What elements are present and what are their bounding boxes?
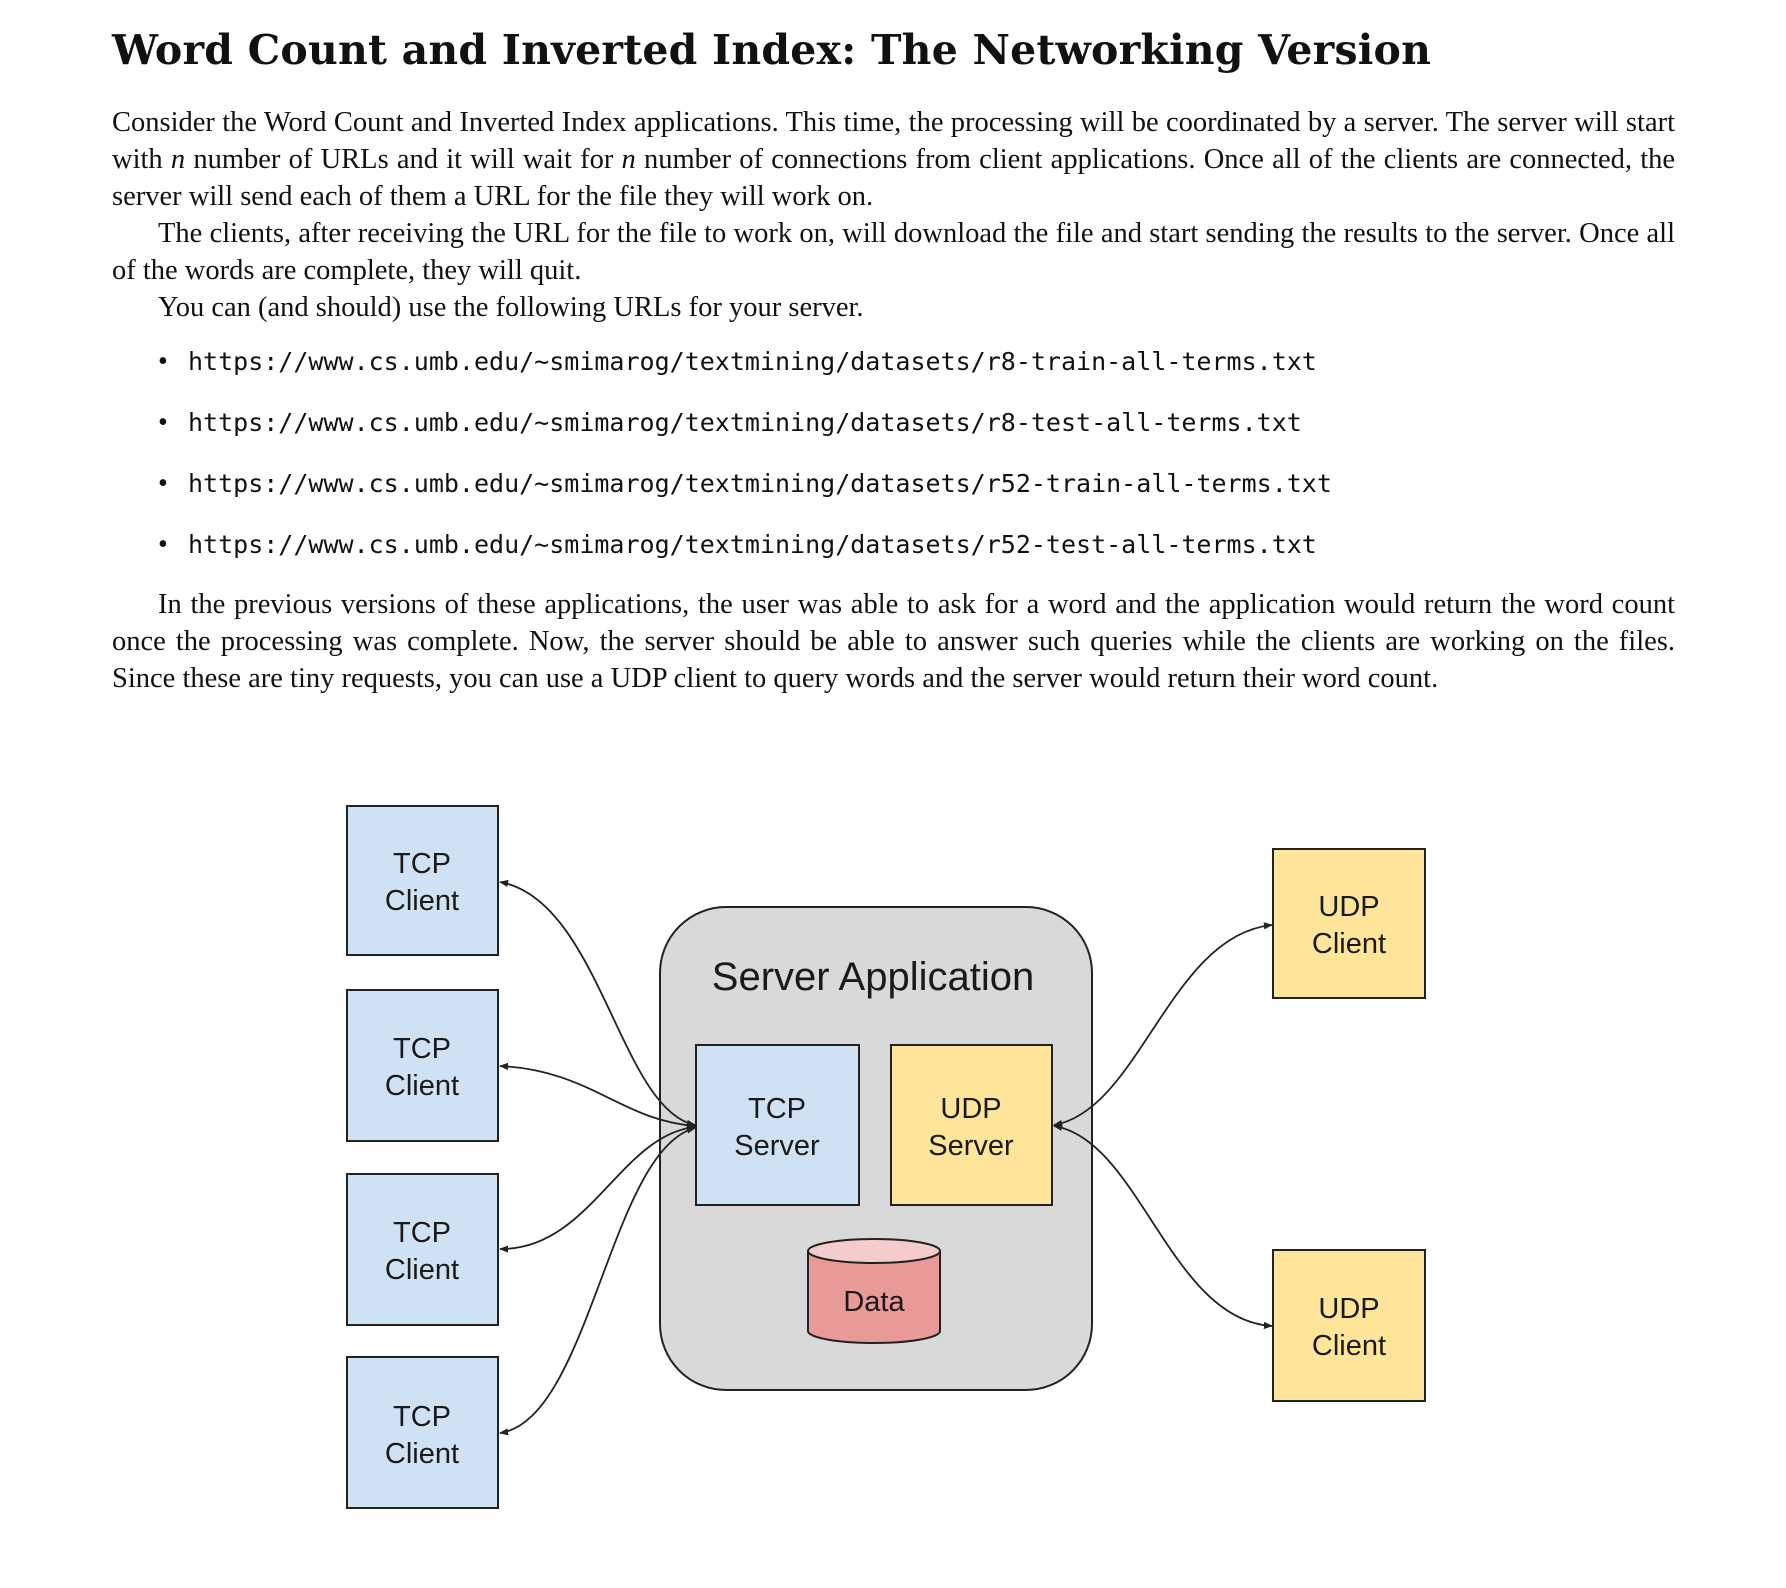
url-text: https://www.cs.umb.edu/~smimarog/textmin…	[188, 347, 1317, 376]
tcp-client-box	[346, 989, 499, 1142]
tcp-client-label-line1: TCP	[393, 1033, 451, 1065]
bullet: •	[158, 407, 168, 438]
udp-connection-arrow	[1053, 922, 1273, 1128]
tcp-server-box	[695, 1044, 860, 1206]
page-title: Word Count and Inverted Index: The Netwo…	[112, 26, 1432, 74]
udp-client-box	[1272, 1249, 1426, 1402]
data-cylinder-icon	[807, 1238, 941, 1344]
variable-n: n	[170, 144, 186, 175]
url-item: • https://www.cs.umb.edu/~smimarog/textmi…	[112, 342, 1675, 382]
tcp-connection-arrow	[499, 1062, 696, 1129]
document: Word Count and Inverted Index: The Netwo…	[112, 26, 1675, 697]
bullet: •	[158, 468, 168, 499]
tcp-client-box	[346, 805, 499, 956]
tcp-server-label-line2: Server	[734, 1130, 820, 1162]
variable-n: n	[621, 144, 636, 175]
tcp-client-label-line2: Client	[385, 1254, 459, 1286]
tcp-client-box	[346, 1356, 499, 1509]
bullet: •	[158, 529, 168, 560]
udp-client-box	[1272, 848, 1426, 999]
tcp-client-label-line1: TCP	[393, 1401, 451, 1433]
clients-paragraph: The clients, after receiving the URL for…	[112, 218, 1675, 286]
udp-client-label-line1: UDP	[1318, 1293, 1379, 1325]
url-text: https://www.cs.umb.edu/~smimarog/textmin…	[188, 530, 1317, 559]
tcp-client-label-line2: Client	[385, 885, 459, 917]
tcp-client-label-line2: Client	[385, 1438, 459, 1470]
url-item: • https://www.cs.umb.edu/~smimarog/textmi…	[112, 464, 1675, 504]
tcp-client-label-line1: TCP	[393, 1217, 451, 1249]
udp-client-label-line1: UDP	[1318, 891, 1379, 923]
tcp-client-box	[346, 1173, 499, 1326]
queries-paragraph: In the previous versions of these applic…	[112, 589, 1675, 694]
bullet: •	[158, 346, 168, 377]
url-item: • https://www.cs.umb.edu/~smimarog/textmi…	[112, 525, 1675, 565]
udp-server-box	[890, 1044, 1053, 1206]
udp-server-label-line1: UDP	[940, 1093, 1001, 1125]
url-item: • https://www.cs.umb.edu/~smimarog/textmi…	[112, 403, 1675, 443]
url-text: https://www.cs.umb.edu/~smimarog/textmin…	[188, 408, 1302, 437]
tcp-connection-arrow	[499, 1126, 696, 1436]
udp-client-label-line2: Client	[1312, 1330, 1386, 1362]
intro-paragraph: Consider the Word Count and Inverted Ind…	[112, 107, 1676, 212]
url-list: • https://www.cs.umb.edu/~smimarog/textmi…	[112, 342, 1675, 565]
urls-intro-paragraph: You can (and should) use the following U…	[158, 292, 864, 323]
tcp-server-label-line1: TCP	[748, 1093, 806, 1125]
udp-connection-arrow	[1053, 1123, 1273, 1330]
data-label: Data	[843, 1286, 905, 1318]
url-text: https://www.cs.umb.edu/~smimarog/textmin…	[188, 469, 1332, 498]
tcp-client-label-line1: TCP	[393, 848, 451, 880]
udp-server-label-line2: Server	[928, 1130, 1014, 1162]
server-application-label: Server Application	[712, 955, 1034, 999]
udp-client-label-line2: Client	[1312, 928, 1386, 960]
tcp-client-label-line2: Client	[385, 1070, 459, 1102]
